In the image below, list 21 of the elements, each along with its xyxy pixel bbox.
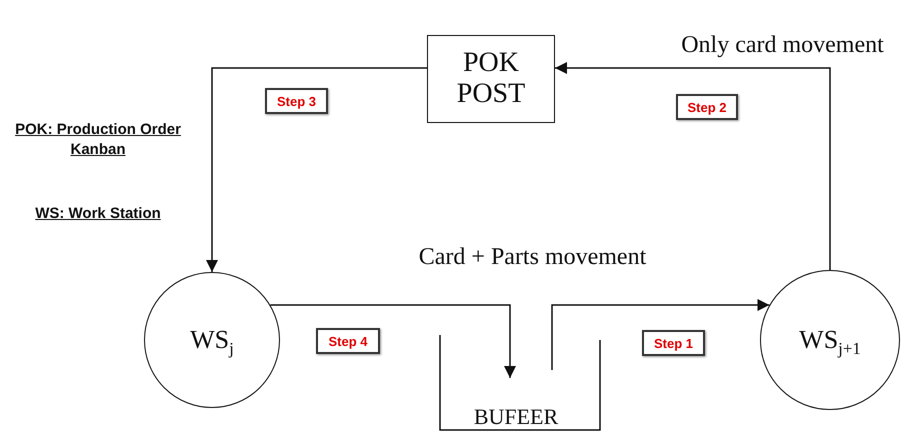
- node-label: POK POST: [456, 48, 526, 110]
- node-label: Step 2: [687, 100, 726, 114]
- workstation-circle: [760, 270, 900, 410]
- process-box: [427, 35, 555, 123]
- edge-note: Only card movement: [680, 32, 885, 59]
- node-label: BUFEER: [474, 404, 558, 430]
- definition-note: WS: Work Station: [34, 204, 162, 224]
- step-tag: [265, 88, 328, 114]
- edge-note: Card + Parts movement: [418, 244, 648, 271]
- node-label: Step 4: [328, 334, 368, 348]
- definition-note: POK: Production Order Kanban: [14, 120, 182, 160]
- arrow: [555, 62, 831, 270]
- step-tag: [316, 328, 380, 354]
- arrow: [270, 304, 516, 378]
- node-label: Step 1: [654, 336, 693, 350]
- workstation-circle: [144, 272, 280, 408]
- step-tag: [676, 94, 738, 120]
- arrow: [551, 299, 770, 370]
- step-tag: [642, 330, 705, 356]
- node-label: Step 3: [276, 94, 316, 108]
- arrow: [206, 67, 427, 272]
